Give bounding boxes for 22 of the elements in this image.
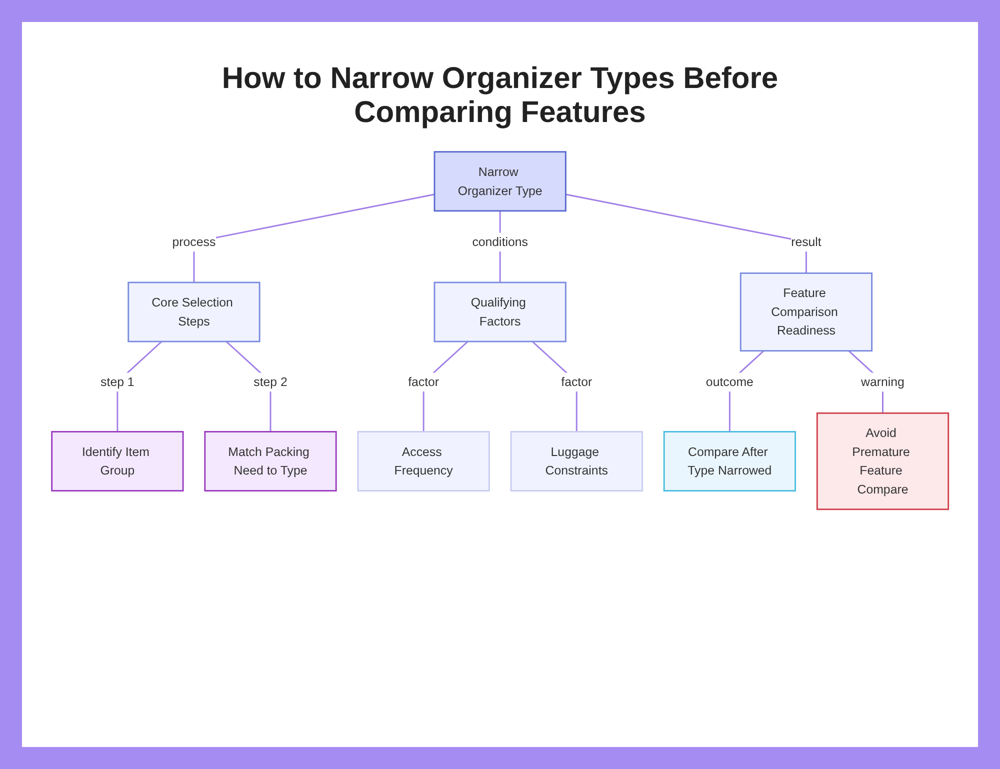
- node-box: Compare After Type Narrowed: [663, 430, 796, 492]
- node-box: Core Selection Steps: [128, 282, 260, 342]
- node-box: Match Packing Need to Type: [204, 430, 337, 492]
- node-box: Avoid Premature Feature Compare: [816, 412, 949, 510]
- connector: [193, 194, 435, 282]
- edge-label: result: [790, 234, 822, 249]
- node-box: Qualifying Factors: [434, 282, 566, 342]
- node-box: Luggage Constraints: [510, 430, 643, 492]
- edge-label: conditions: [472, 234, 528, 249]
- edge-label: factor: [561, 374, 592, 389]
- edge-label: step 2: [254, 374, 288, 389]
- edge-label: step 1: [100, 374, 134, 389]
- diagram-title: How to Narrow Organizer Types Before Comparing Features: [220, 62, 780, 130]
- edge-label: outcome: [706, 374, 754, 389]
- edge-label: factor: [408, 374, 439, 389]
- edge-label: warning: [860, 374, 904, 389]
- edge-label: process: [172, 234, 216, 249]
- node-box: Identify Item Group: [51, 430, 184, 492]
- node-box: Access Frequency: [357, 430, 490, 492]
- node-box: Feature Comparison Readiness: [740, 272, 872, 352]
- node-box: Narrow Organizer Type: [434, 151, 566, 212]
- connector: [565, 194, 807, 274]
